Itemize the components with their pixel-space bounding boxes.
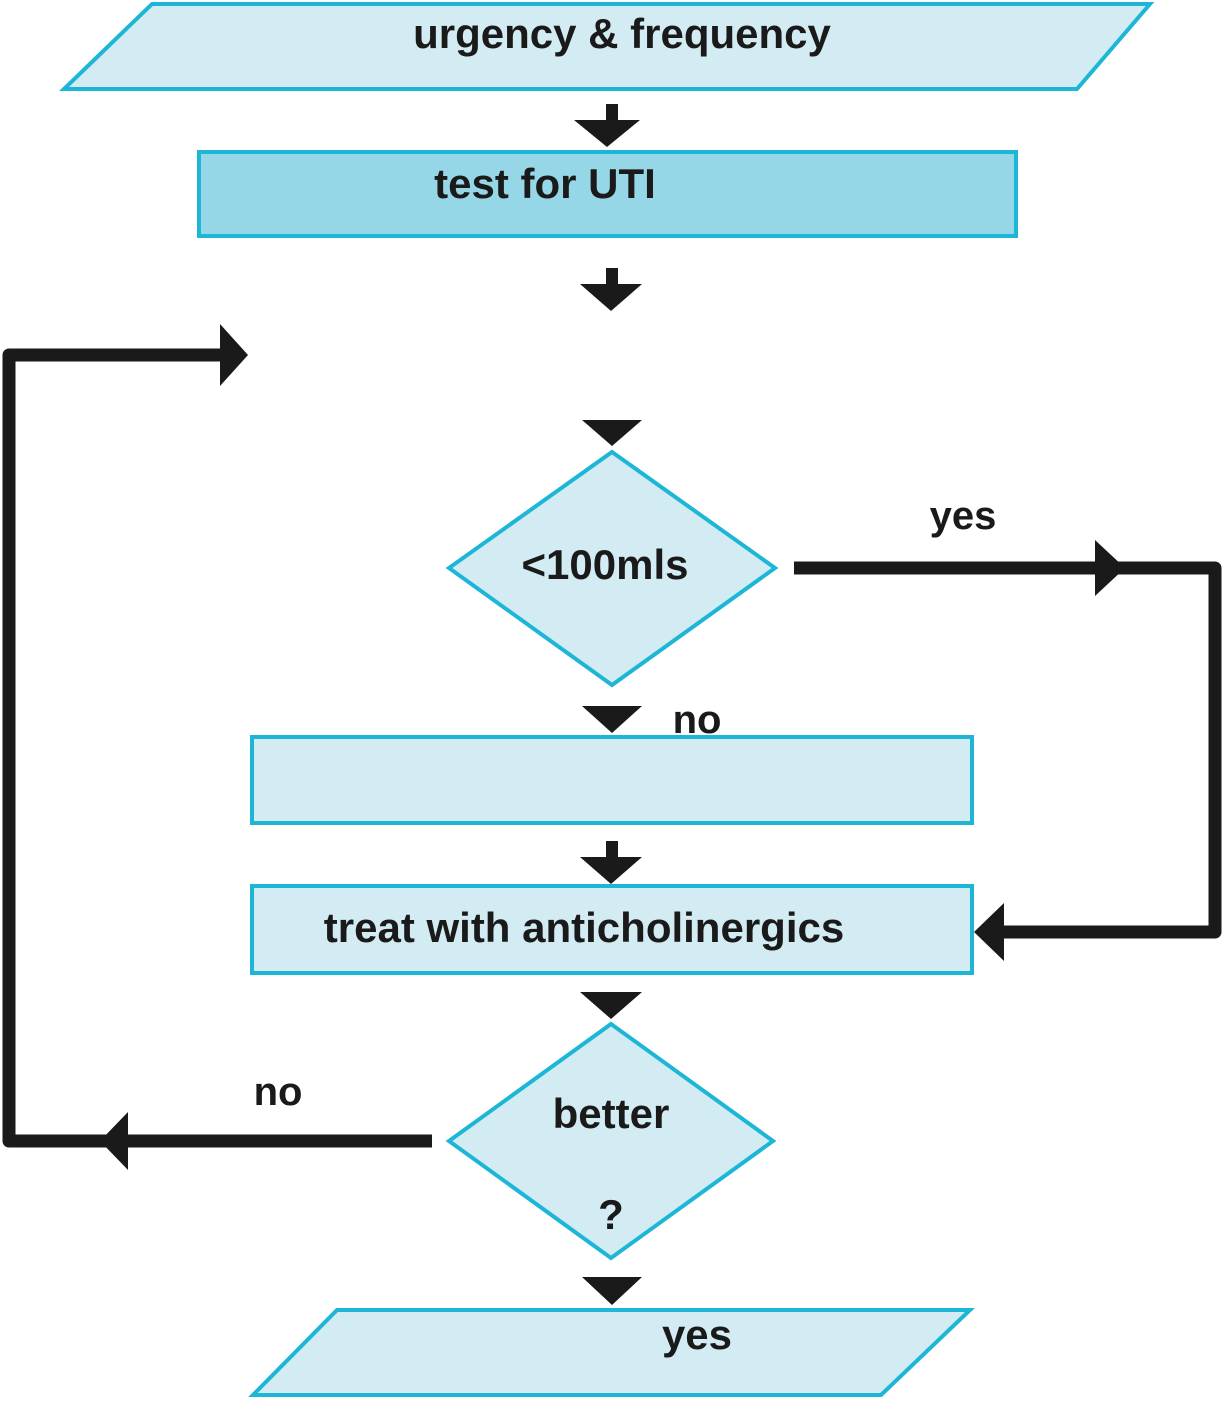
treat-label: treat with anticholinergics <box>324 904 844 951</box>
loop-back-arrowhead <box>220 324 248 386</box>
start-parallelogram <box>59 1 1155 91</box>
volume-yes-label: yes <box>930 494 997 538</box>
volume-yes-arrowhead-right <box>1095 540 1125 596</box>
better-decision-question: ? <box>598 1191 624 1238</box>
end-parallelogram <box>248 1308 975 1397</box>
arrow-into-volume-decision <box>582 420 642 446</box>
end-label: yes <box>662 1311 732 1358</box>
arrow-blank-to-treat <box>580 841 642 884</box>
start-node: urgency & frequency <box>59 1 1155 91</box>
blank-step-box <box>250 735 974 825</box>
test-uti-node: test for UTI <box>197 150 1018 238</box>
better-no-label: no <box>254 1070 303 1114</box>
better-decision-diamond <box>445 1021 777 1261</box>
volume-decision-label: <100mls <box>522 541 689 588</box>
arrow-better-to-end <box>582 1277 642 1305</box>
volume-yes-connector <box>794 540 1222 961</box>
end-node: yes <box>248 1308 975 1397</box>
volume-no-arrowhead <box>582 706 642 733</box>
better-decision-node: better ? <box>445 1021 777 1261</box>
loop-back-connector <box>2 324 432 1170</box>
arrow-into-better-decision <box>580 992 642 1019</box>
start-label: urgency & frequency <box>413 10 831 57</box>
treat-box <box>250 884 974 975</box>
arrow-test-down <box>580 268 642 311</box>
better-no-arrowhead <box>100 1112 128 1170</box>
volume-decision-diamond <box>445 449 779 688</box>
arrow-start-to-test <box>574 104 640 147</box>
test-uti-label: test for UTI <box>434 160 656 207</box>
test-uti-box <box>197 150 1018 238</box>
treat-entry-arrowhead <box>974 903 1004 961</box>
treat-node: treat with anticholinergics <box>250 884 974 975</box>
volume-no-label: no <box>673 698 722 742</box>
better-decision-label: better <box>553 1090 670 1137</box>
volume-decision-node: <100mls <box>445 449 779 688</box>
